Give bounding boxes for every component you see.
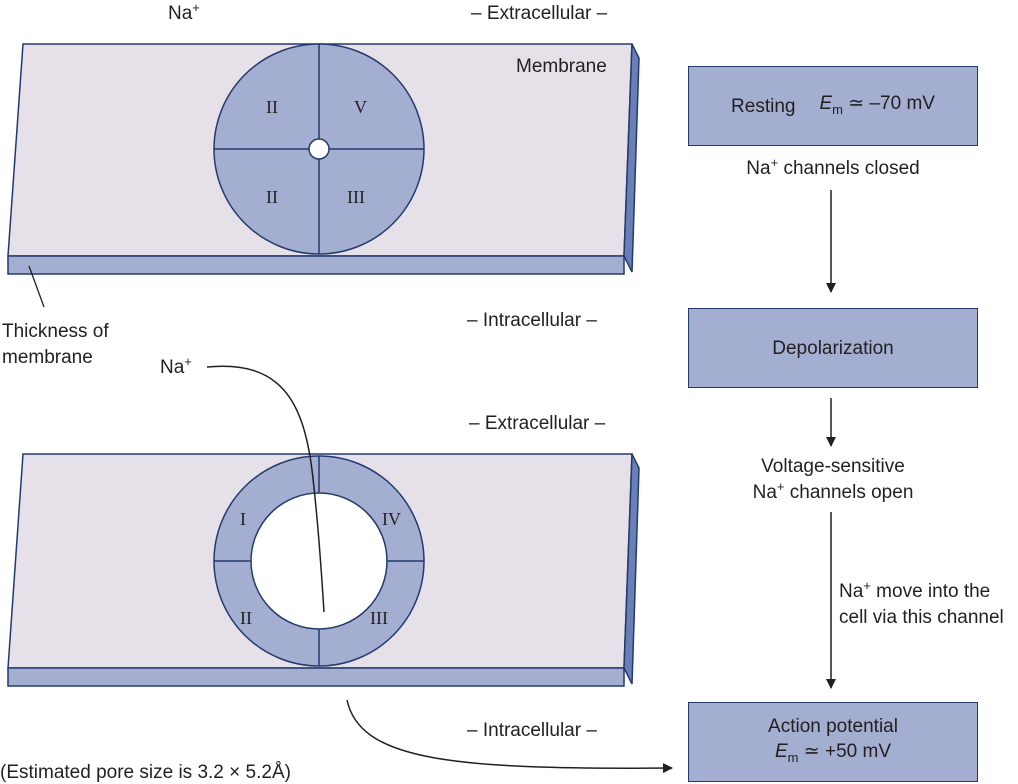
bottom-membrane-edge bbox=[7, 667, 625, 687]
top-membrane-edge bbox=[7, 255, 625, 275]
thickness-label-line2: membrane bbox=[2, 347, 93, 368]
bottom-quadrant-label: I bbox=[240, 509, 246, 529]
membrane-label: Membrane bbox=[516, 56, 607, 77]
top-quadrant-label: III bbox=[347, 187, 365, 207]
sodium-path bbox=[206, 365, 325, 613]
top-extracellular-label: – Extracellular – bbox=[471, 3, 608, 24]
sodium-moves-line1: Na+ move into the bbox=[839, 578, 991, 602]
top-quadrant-label: V bbox=[354, 97, 367, 117]
action-potential-value: Em ≃ +50 mV bbox=[774, 741, 892, 765]
top-sodium-label: Na+ bbox=[168, 0, 200, 24]
resting-label: Resting bbox=[731, 95, 796, 117]
bottom-quadrant-label: III bbox=[370, 608, 388, 628]
resting-box: Resting Em ≃ –70 mV bbox=[688, 66, 978, 146]
action-curve bbox=[346, 699, 673, 774]
thickness-pointer bbox=[28, 265, 45, 308]
top-quadrant-label: II bbox=[266, 97, 278, 117]
closed-channel bbox=[213, 43, 425, 255]
channels-closed-label: Na+ channels closed bbox=[746, 155, 920, 179]
top-intracellular-label: – Intracellular – bbox=[467, 310, 597, 331]
channels-open-line1: Voltage-sensitive bbox=[761, 456, 905, 477]
sodium-moves-line2: cell via this channel bbox=[839, 607, 1004, 628]
bottom-quadrant-label: IV bbox=[382, 509, 401, 529]
bottom-extracellular-label: – Extracellular – bbox=[469, 413, 606, 434]
resting-potential: Em ≃ –70 mV bbox=[819, 92, 935, 117]
thickness-label-line1: Thickness of bbox=[2, 321, 109, 342]
closed-pore bbox=[308, 138, 330, 160]
bottom-intracellular-label: – Intracellular – bbox=[467, 720, 597, 741]
bottom-membrane-side bbox=[623, 453, 640, 685]
bottom-sodium-label: Na+ bbox=[160, 354, 192, 378]
pore-size-note: (Estimated pore size is 3.2 × 5.2Å) bbox=[0, 762, 291, 783]
open-pore bbox=[250, 492, 388, 630]
action-potential-label: Action potential bbox=[768, 716, 898, 738]
action-potential-box: Action potential Em ≃ +50 mV bbox=[688, 702, 978, 782]
top-quadrant-label: II bbox=[266, 187, 278, 207]
depolarization-box: Depolarization bbox=[688, 308, 978, 388]
depolarization-label: Depolarization bbox=[772, 337, 894, 359]
bottom-quadrant-label: II bbox=[240, 608, 252, 628]
channels-open-line2: Na+ channels open bbox=[752, 479, 914, 503]
open-channel bbox=[213, 455, 425, 667]
top-membrane-side bbox=[623, 43, 640, 273]
